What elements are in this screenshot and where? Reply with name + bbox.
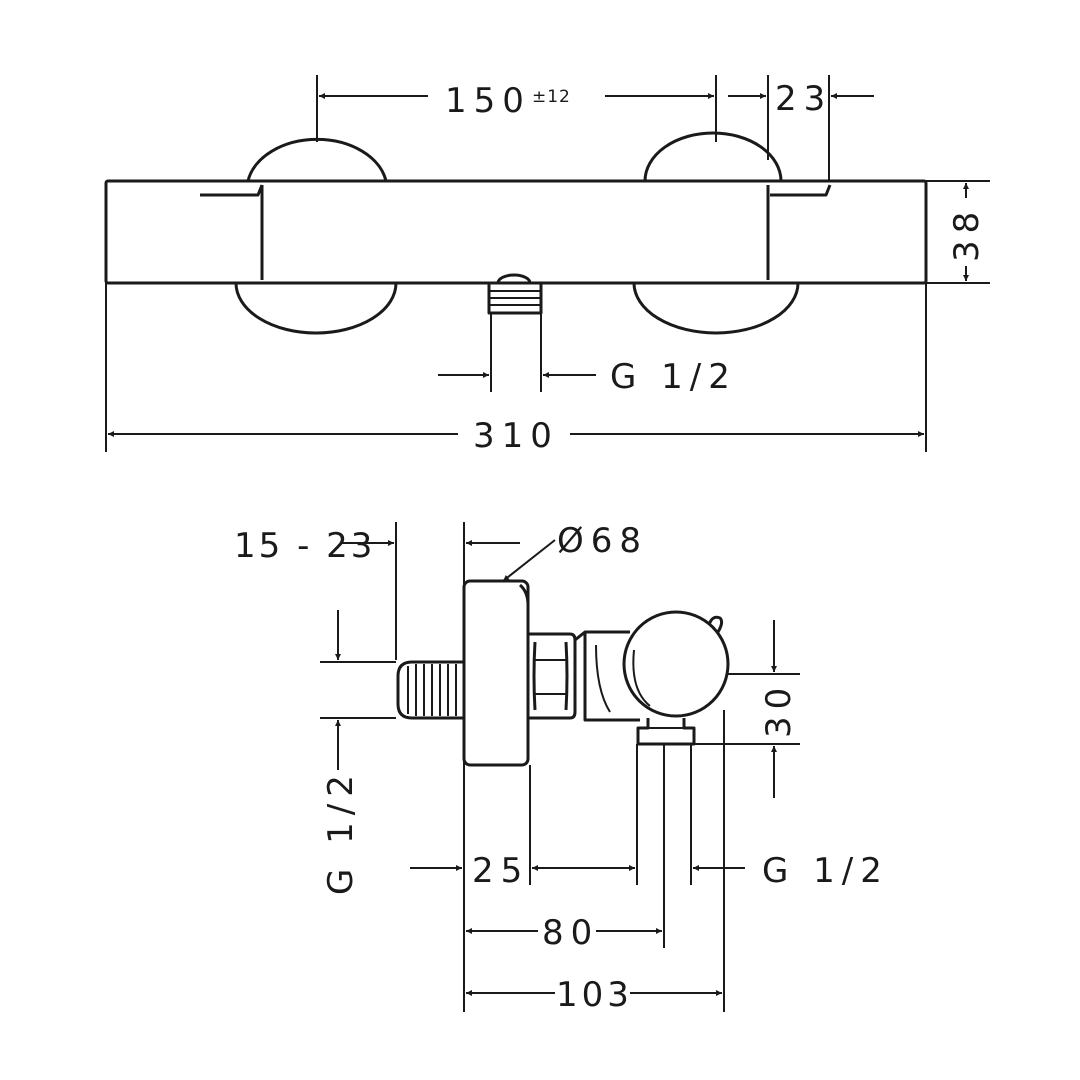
hex-nut [528,632,577,720]
side-outlet [636,718,696,746]
front-view: 150 ±12 23 38 G 1/2 310 [104,75,990,456]
dim-150-label: 150 [445,81,531,121]
dim-15-23-label: 15 - 23 [234,526,375,566]
right-handle-tab [770,184,832,197]
dim-38-label: 38 [947,205,987,262]
dim-68-label: Ø68 [557,521,648,561]
dim-68-leader [502,539,556,582]
body-neck [574,630,640,722]
threaded-inlet [396,660,464,720]
dim-103-label: 103 [556,975,633,1015]
dim-310-label: 310 [473,416,559,456]
right-wall-flange-bottom [632,282,800,335]
left-wall-flange-bottom [234,282,398,335]
bottom-outlet [487,273,543,315]
dim-150-tolerance: ±12 [532,87,571,107]
dim-80-label: 80 [542,913,599,953]
wall-cover [462,579,530,767]
inlet-thread-label: G 1/2 [321,768,361,895]
dim-25-label: 25 [472,851,529,891]
right-wall-flange-top [643,131,783,182]
side-outlet-thread-label: G 1/2 [762,851,889,891]
left-handle-tab [200,184,264,197]
knob-pin [707,615,724,633]
side-view: 15 - 23 Ø68 G 1/2 30 25 G 1/2 80 103 [234,521,889,1015]
outlet-thread-label: G 1/2 [610,357,737,397]
left-wall-flange-top [246,137,388,182]
control-knob [622,610,730,718]
dim-23-label: 23 [775,79,832,119]
dim-30-label: 30 [759,681,799,738]
